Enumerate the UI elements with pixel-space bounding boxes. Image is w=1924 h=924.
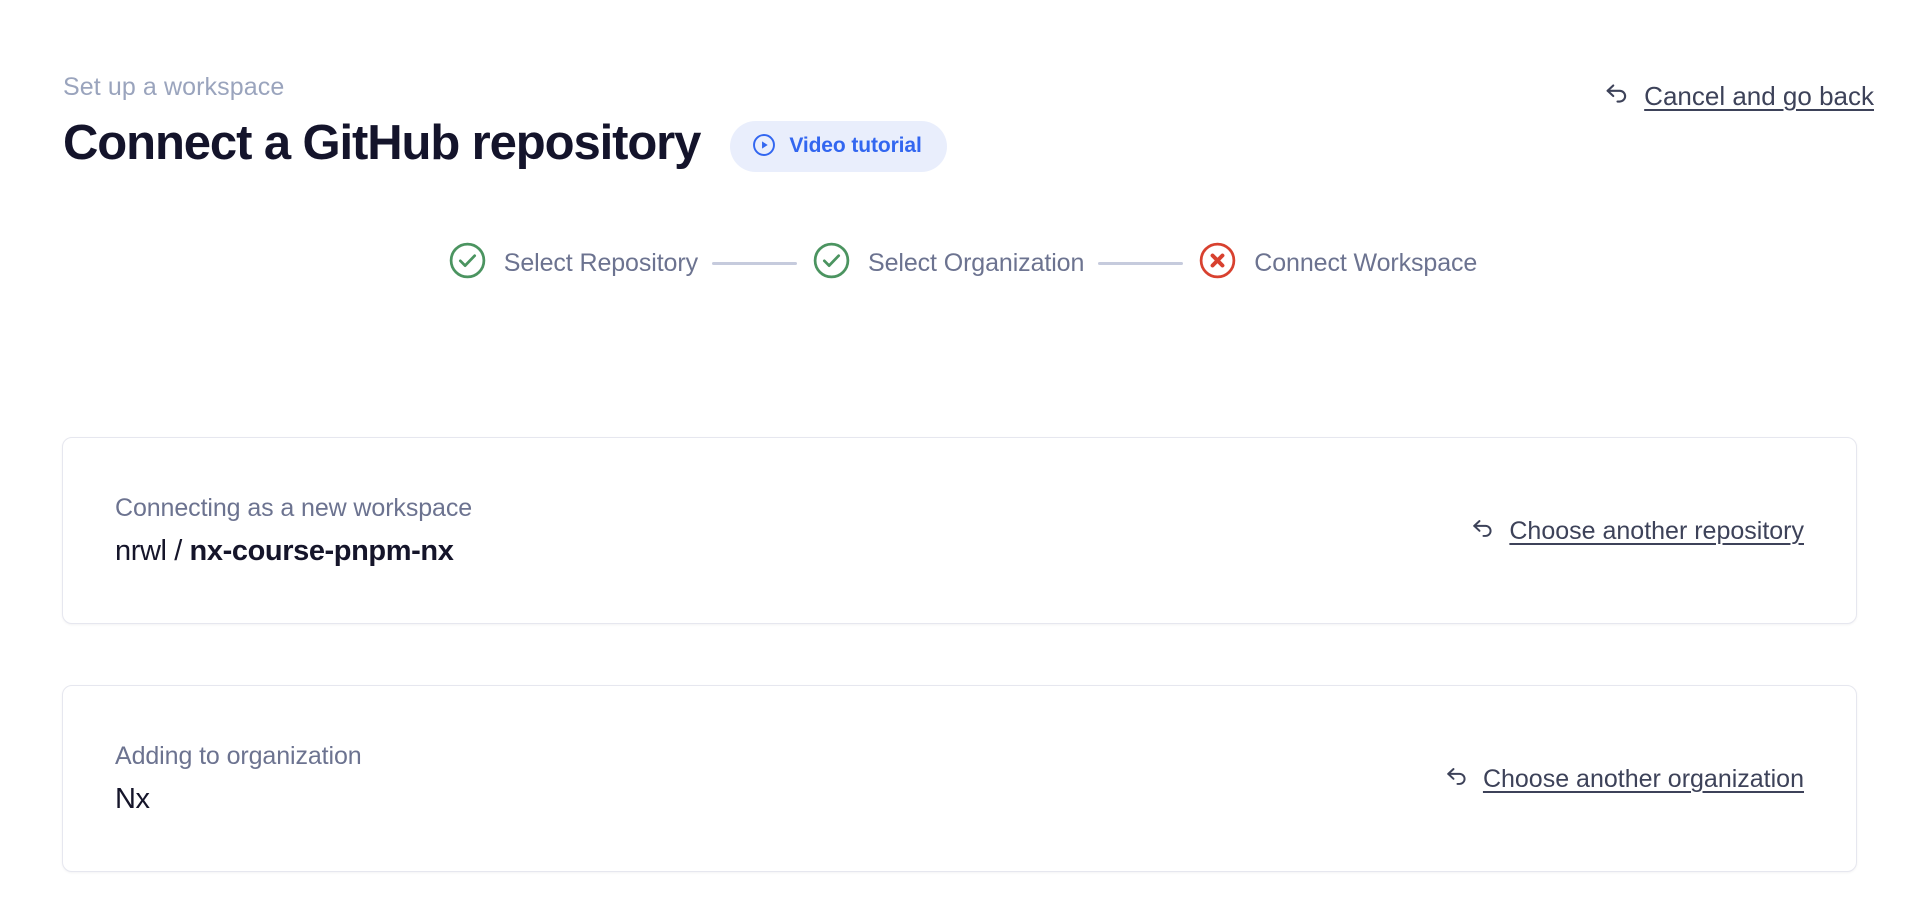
repository-card: Connecting as a new workspace nrwl / nx-… xyxy=(62,437,1857,624)
undo-arrow-icon xyxy=(1443,762,1471,795)
stepper-step-select-repository[interactable]: Select Repository xyxy=(447,240,698,286)
undo-arrow-icon xyxy=(1469,514,1497,547)
choose-another-organization-link[interactable]: Choose another organization xyxy=(1443,762,1804,795)
stepper-step-select-organization[interactable]: Select Organization xyxy=(811,240,1084,286)
organization-name: Nx xyxy=(115,782,150,815)
stepper-label-select-organization: Select Organization xyxy=(868,249,1085,277)
organization-card: Adding to organization Nx Choose another… xyxy=(62,685,1857,872)
choose-another-repository-link[interactable]: Choose another repository xyxy=(1469,514,1804,547)
check-circle-icon xyxy=(447,240,488,286)
repository-card-caption: Connecting as a new workspace xyxy=(115,493,473,522)
stepper-label-select-repository: Select Repository xyxy=(503,249,698,277)
repository-card-value: nrwl / nx-course-pnpm-nx xyxy=(115,534,472,568)
check-circle-icon xyxy=(811,240,852,286)
repository-name: nx-course-pnpm-nx xyxy=(189,534,454,567)
stepper-step-connect-workspace[interactable]: Connect Workspace xyxy=(1197,240,1477,286)
stepper-connector-2 xyxy=(1098,261,1184,265)
repository-owner: nrwl / xyxy=(115,534,190,567)
title-row: Connect a GitHub repository Video tutori… xyxy=(63,114,1874,172)
cancel-and-go-back-label: Cancel and go back xyxy=(1644,80,1874,111)
repository-card-text: Connecting as a new workspace nrwl / nx-… xyxy=(115,494,472,568)
breadcrumb-eyebrow: Set up a workspace xyxy=(63,73,285,101)
video-tutorial-button[interactable]: Video tutorial xyxy=(730,120,947,172)
cancel-and-go-back-link[interactable]: Cancel and go back xyxy=(1602,78,1874,113)
organization-card-text: Adding to organization Nx xyxy=(115,742,362,816)
undo-arrow-icon xyxy=(1602,78,1632,113)
stepper-label-connect-workspace: Connect Workspace xyxy=(1254,249,1478,277)
page-title: Connect a GitHub repository xyxy=(63,116,701,170)
organization-card-inner: Adding to organization Nx Choose another… xyxy=(63,686,1856,871)
video-tutorial-label: Video tutorial xyxy=(789,134,922,157)
play-circle-icon xyxy=(751,132,777,161)
organization-card-caption: Adding to organization xyxy=(115,741,362,770)
page-header: Set up a workspace Connect a GitHub repo… xyxy=(63,72,1874,172)
error-circle-icon xyxy=(1197,240,1238,286)
choose-another-repository-label: Choose another repository xyxy=(1509,516,1804,545)
repository-card-inner: Connecting as a new workspace nrwl / nx-… xyxy=(63,438,1856,623)
progress-stepper: Select Repository Select Organization Co… xyxy=(0,240,1924,286)
stepper-connector-1 xyxy=(712,261,797,265)
choose-another-organization-label: Choose another organization xyxy=(1482,764,1804,793)
